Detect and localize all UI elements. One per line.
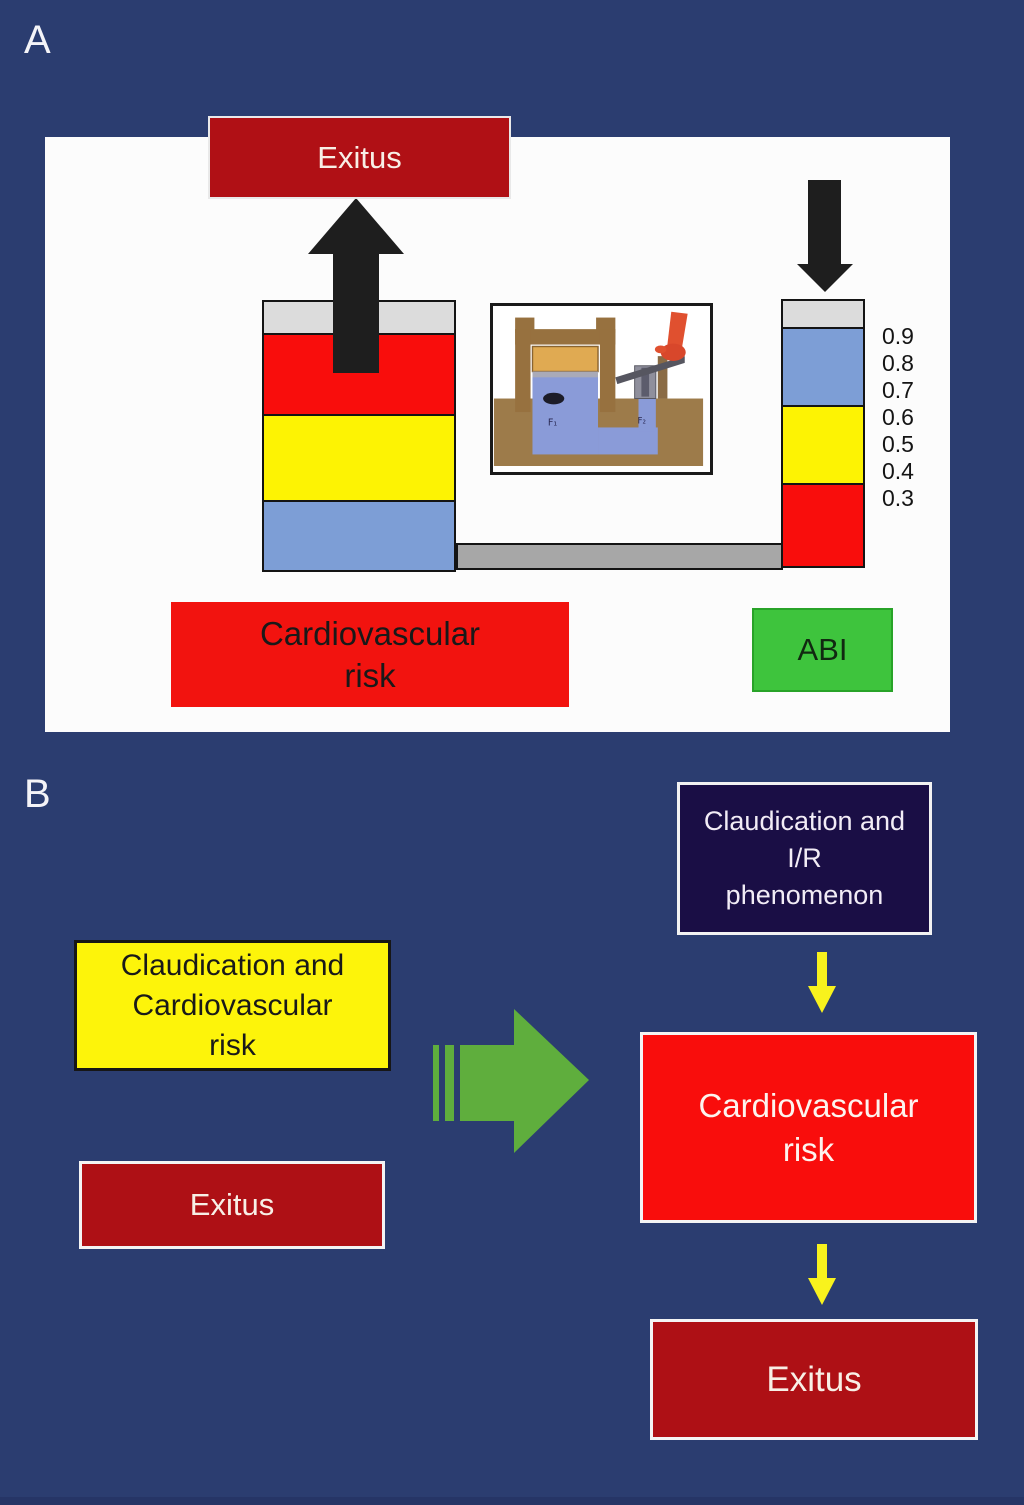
- cardiovascular-risk-box-a: Cardiovascular risk: [171, 602, 569, 707]
- force-2-label: F₂: [638, 417, 646, 427]
- abi-box-label: ABI: [797, 632, 848, 667]
- bottom-edge-strip: [0, 1497, 1024, 1505]
- abi-box: ABI: [752, 608, 893, 692]
- box-line: Cardiovascular: [132, 988, 333, 1022]
- segment-blue: [783, 327, 863, 405]
- scale-tick: 0.3: [882, 485, 914, 511]
- segment-red: [783, 483, 863, 566]
- force-1-label: F₁: [548, 418, 558, 429]
- exitus-box-b-bottom: Exitus: [650, 1319, 978, 1440]
- exitus-box-b-bottom-label: Exitus: [766, 1359, 862, 1399]
- segment-blue: [264, 500, 454, 570]
- exitus-box-a-label: Exitus: [317, 139, 402, 175]
- panel-b-label: B: [24, 772, 51, 816]
- box-line: Claudication and: [703, 806, 906, 836]
- cardiovascular-risk-column: [262, 300, 456, 572]
- scale-tick: 0.5: [882, 431, 914, 457]
- box-line: phenomenon: [725, 880, 884, 910]
- scale-tick: 0.7: [882, 377, 914, 403]
- segment-yellow: [783, 405, 863, 483]
- box-line: risk: [344, 656, 396, 694]
- claudication-cv-box: Claudication and Cardiovascular risk: [74, 940, 391, 1071]
- scale-tick: 0.6: [882, 404, 914, 430]
- right-arrow-icon: [430, 1005, 592, 1155]
- hydraulic-press-image: F₁ F₂: [490, 303, 713, 475]
- scale-tick: 0.4: [882, 458, 914, 484]
- box-line: Cardiovascular: [259, 614, 481, 652]
- panel-a-label: A: [24, 18, 51, 62]
- scale-tick: 0.8: [882, 350, 914, 376]
- box-line: risk: [209, 1028, 256, 1062]
- up-arrow-icon: [306, 197, 406, 374]
- claudication-ir-box: Claudication and I/R phenomenon: [677, 782, 932, 935]
- box-line: I/R: [787, 843, 822, 873]
- cardiovascular-risk-box-b: Cardiovascular risk: [640, 1032, 977, 1223]
- abi-column: [781, 299, 865, 568]
- exitus-box-b-left: Exitus: [79, 1161, 385, 1249]
- connecting-bar: [456, 543, 783, 570]
- segment-gray: [783, 301, 863, 327]
- down-arrow-yellow-icon: [807, 1244, 837, 1306]
- abi-scale: 0.9 0.8 0.7 0.6 0.5 0.4 0.3: [882, 323, 914, 512]
- down-arrow-yellow-icon: [807, 952, 837, 1014]
- exitus-box-a: Exitus: [208, 116, 511, 199]
- box-line: Cardiovascular: [698, 1086, 919, 1124]
- segment-yellow: [264, 414, 454, 500]
- down-arrow-icon: [796, 180, 854, 294]
- exitus-box-b-left-label: Exitus: [189, 1187, 275, 1222]
- scale-tick: 0.9: [882, 323, 914, 349]
- box-line: Claudication and: [120, 948, 345, 982]
- box-line: risk: [782, 1130, 835, 1168]
